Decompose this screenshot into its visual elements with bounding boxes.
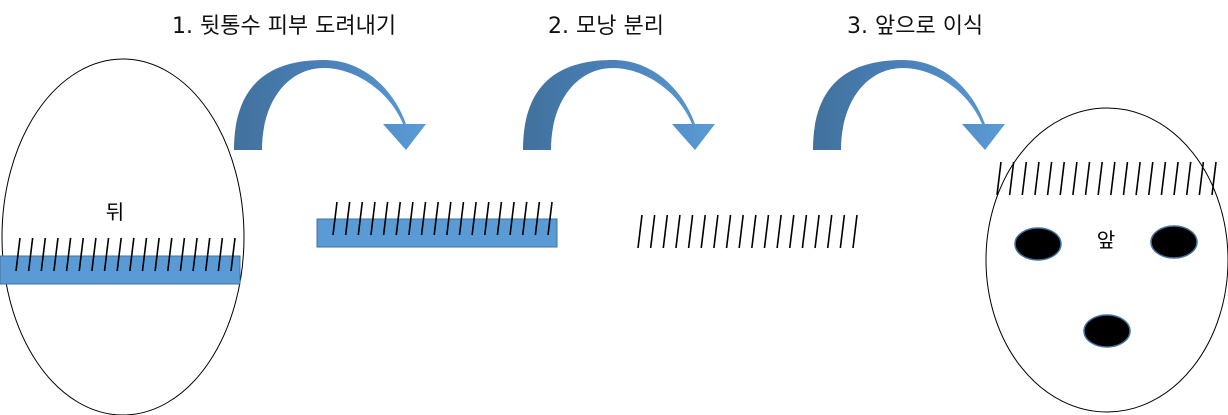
front-head-outline <box>985 107 1228 413</box>
excised-scalp-strip <box>316 201 558 248</box>
hair-follicle-icon <box>483 201 490 236</box>
hair-follicle-icon <box>1008 161 1015 196</box>
front-head-label: 앞 <box>1097 228 1115 252</box>
back-head-outline <box>1 58 245 415</box>
hair-follicle-icon <box>839 214 846 249</box>
hair-follicle-icon <box>662 214 669 249</box>
back-scalp-strip <box>0 255 241 285</box>
excised-strip <box>316 218 558 248</box>
hair-follicle-icon <box>53 237 59 272</box>
hair-follicle-icon <box>91 237 97 272</box>
hair-follicle-icon <box>776 214 782 249</box>
hair-follicle-icon <box>1034 161 1040 196</box>
hair-follicle-icon <box>458 201 465 236</box>
hair-follicle-icon <box>763 214 770 249</box>
hair-follicle-icon <box>675 214 681 249</box>
hair-follicle-icon <box>15 237 21 272</box>
back-head: 뒤 <box>0 58 245 415</box>
step-3-label: 3. 앞으로 이식 <box>847 14 984 39</box>
hair-follicle-icon <box>687 214 694 249</box>
hair-follicle-icon <box>649 214 656 249</box>
hair-follicle-icon <box>230 237 236 272</box>
hair-follicle-icon <box>357 201 364 236</box>
separated-follicles <box>637 214 858 249</box>
left-eye <box>1014 227 1062 261</box>
hair-follicle-icon <box>40 237 47 272</box>
hair-follicle-icon <box>1084 161 1091 196</box>
hair-follicle-icon <box>826 214 833 249</box>
hair-follicle-icon <box>1185 161 1192 196</box>
hair-follicle-icon <box>788 214 795 249</box>
curved-arrow-icon <box>813 60 1005 150</box>
back-head-label: 뒤 <box>106 200 124 224</box>
hair-follicle-icon <box>420 201 427 236</box>
hair-follicle-icon <box>446 201 452 236</box>
mouth <box>1083 314 1131 348</box>
hair-follicle-icon <box>1110 161 1116 196</box>
hair-follicle-icon <box>1072 161 1078 196</box>
hair-follicle-icon <box>547 201 553 236</box>
hair-follicle-icon <box>637 214 643 249</box>
hair-follicle-icon <box>1173 161 1179 196</box>
hair-follicle-icon <box>1211 161 1217 196</box>
right-eye <box>1150 225 1198 259</box>
hair-follicle-icon <box>370 201 376 236</box>
curved-arrow-icon <box>234 60 426 150</box>
hair-follicle-icon <box>1059 161 1066 196</box>
hair-follicle-icon <box>725 214 732 249</box>
hair-follicle-icon <box>852 214 858 249</box>
hair-follicle-icon <box>751 214 757 249</box>
hair-follicle-icon <box>395 201 402 236</box>
hair-follicle-icon <box>534 201 541 236</box>
hair-follicle-icon <box>382 201 389 236</box>
strip-hairs <box>332 201 553 236</box>
hair-follicle-icon <box>509 201 515 236</box>
front-hairs <box>996 161 1217 196</box>
front-head: 앞 <box>985 107 1228 413</box>
curved-arrow-icon <box>523 60 715 150</box>
hair-follicle-icon <box>471 201 477 236</box>
hair-follicle-icon <box>996 161 1002 196</box>
hair-follicle-icon <box>332 201 338 236</box>
hair-follicle-icon <box>116 237 122 272</box>
hair-follicle-icon <box>738 214 744 249</box>
hair-follicle-icon <box>433 201 439 236</box>
hair-follicle-icon <box>1160 161 1167 196</box>
hair-follicle-icon <box>344 201 351 236</box>
hair-follicle-icon <box>1122 161 1129 196</box>
back-hairs <box>15 237 236 272</box>
hair-follicle-icon <box>1097 161 1103 196</box>
hair-follicle-icon <box>141 237 148 272</box>
hair-follicle-icon <box>1135 161 1141 196</box>
hair-follicle-icon <box>713 214 719 249</box>
hair-follicle-icon <box>1046 161 1053 196</box>
hair-follicle-icon <box>179 237 186 272</box>
hair-follicle-icon <box>217 237 224 272</box>
hair-follicle-icon <box>1021 161 1028 196</box>
hair-follicle-icon <box>1198 161 1205 196</box>
hair-follicle-icon <box>103 237 110 272</box>
step-2-label: 2. 모낭 분리 <box>548 14 664 39</box>
hair-follicle-icon <box>154 237 160 272</box>
step-1-label: 1. 뒷통수 피부 도려내기 <box>172 14 397 39</box>
hair-follicle-icon <box>78 237 85 272</box>
hair-follicle-icon <box>521 201 528 236</box>
hair-follicle-icon <box>408 201 414 236</box>
hair-follicle-icon <box>27 237 34 272</box>
hair-follicle-icon <box>166 237 173 272</box>
hair-follicle-icon <box>204 237 211 272</box>
hair-follicle-icon <box>192 237 198 272</box>
hair-follicle-icon <box>65 237 72 272</box>
hair-follicle-icon <box>801 214 808 249</box>
hair-follicle-icon <box>814 214 820 249</box>
hair-follicle-icon <box>496 201 503 236</box>
hair-follicle-icon <box>129 237 135 272</box>
hair-follicle-icon <box>700 214 707 249</box>
hair-follicle-icon <box>1147 161 1154 196</box>
